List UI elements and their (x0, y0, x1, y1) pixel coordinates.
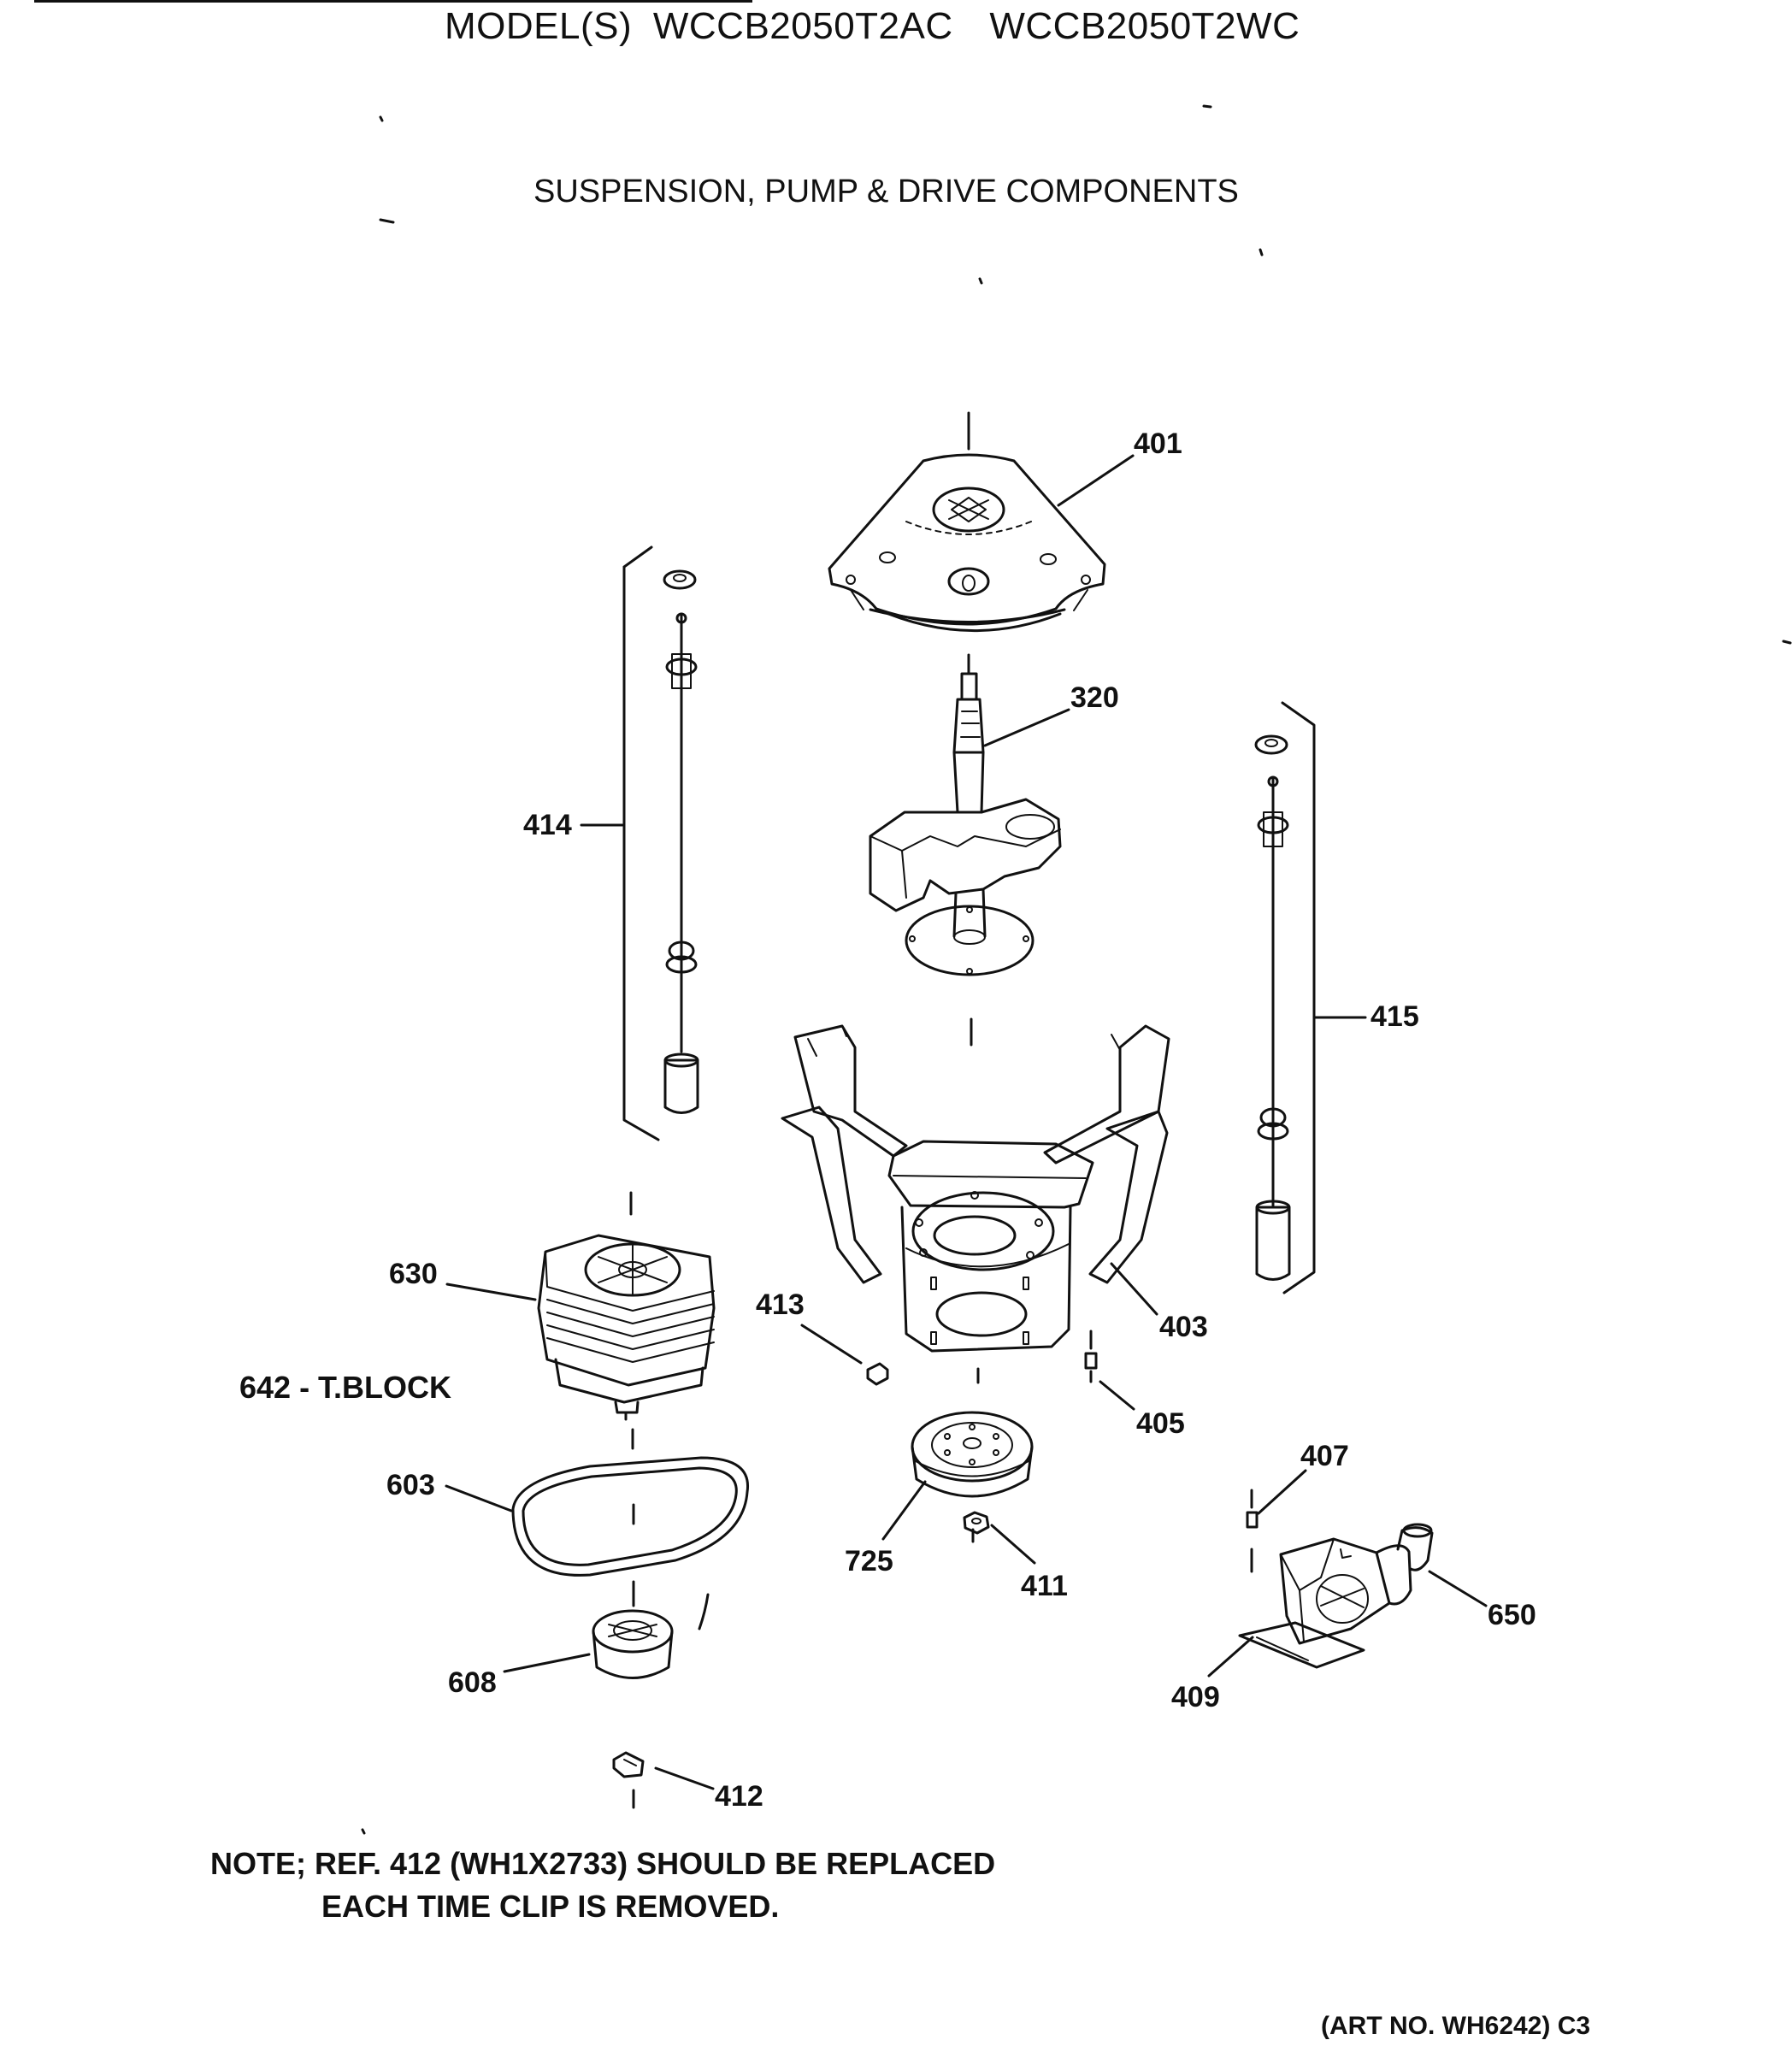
note-line-1: NOTE; REF. 412 (WH1X2733) SHOULD BE REPL… (210, 1846, 996, 1881)
leader-413 (800, 1324, 863, 1365)
model-line: MODEL(S) WCCB2050T2AC WCCB2050T2WC (445, 5, 1300, 48)
part-725-drive-pulley (911, 1411, 1034, 1498)
leader-405 (1099, 1380, 1135, 1411)
scan-marks (361, 104, 1792, 1835)
leader-608 (503, 1653, 591, 1673)
callout-725: 725 (845, 1545, 893, 1577)
callout-412: 412 (715, 1780, 763, 1813)
callout-603: 603 (386, 1469, 435, 1501)
part-608-motor-pulley (592, 1609, 674, 1679)
top-rule (34, 0, 752, 3)
leader-411 (990, 1524, 1036, 1565)
callout-650: 650 (1488, 1599, 1536, 1631)
part-405-screw (1084, 1330, 1098, 1383)
part-650-drain-pump (1238, 1523, 1434, 1669)
callout-401: 401 (1134, 428, 1182, 460)
callout-320: 320 (1070, 681, 1119, 714)
part-415-suspension-rod (1254, 701, 1316, 1294)
leader-630 (445, 1282, 537, 1301)
part-407-screw (1246, 1489, 1259, 1573)
part-413-nut (866, 1362, 889, 1386)
models-label: MODEL(S) (445, 5, 633, 47)
callout-403: 403 (1159, 1311, 1208, 1343)
leader-320 (983, 708, 1070, 747)
part-603-belt (511, 1456, 750, 1577)
callout-407: 407 (1300, 1440, 1349, 1472)
leader-403 (1110, 1262, 1158, 1316)
model-number-2: WCCB2050T2WC (989, 5, 1300, 47)
leader-401 (1057, 454, 1135, 507)
callout-409: 409 (1171, 1681, 1220, 1713)
callout-413: 413 (756, 1288, 805, 1321)
part-414-suspension-rod (622, 545, 699, 1141)
part-412-clip (612, 1751, 645, 1778)
terminal-block-label: 642 - T.BLOCK (239, 1370, 452, 1405)
art-number: (ART NO. WH6242) C3 (1321, 2012, 1591, 2040)
section-title: SUSPENSION, PUMP & DRIVE COMPONENTS (533, 174, 1239, 209)
part-320-transmission (869, 672, 1062, 976)
callout-411: 411 (1021, 1570, 1068, 1602)
callout-415: 415 (1371, 1000, 1419, 1033)
callout-630: 630 (389, 1258, 438, 1290)
leader-603 (445, 1484, 513, 1512)
part-411-nut (963, 1511, 990, 1535)
part-630-motor (537, 1234, 716, 1421)
replacement-note: NOTE; REF. 412 (WH1X2733) SHOULD BE REPL… (210, 1843, 995, 1928)
leader-725 (881, 1480, 927, 1541)
leader-407 (1257, 1469, 1307, 1515)
callout-608: 608 (448, 1666, 497, 1699)
model-number-1: WCCB2050T2AC (652, 5, 953, 47)
leader-409 (1207, 1636, 1254, 1678)
leader-412 (654, 1766, 715, 1790)
callout-414: 414 (523, 809, 572, 841)
note-line-2: EACH TIME CLIP IS REMOVED. (321, 1889, 780, 1924)
leader-650 (1428, 1570, 1488, 1607)
part-401-cover (828, 453, 1106, 633)
part-403-support-base (781, 1024, 1170, 1353)
callout-405: 405 (1136, 1407, 1185, 1440)
